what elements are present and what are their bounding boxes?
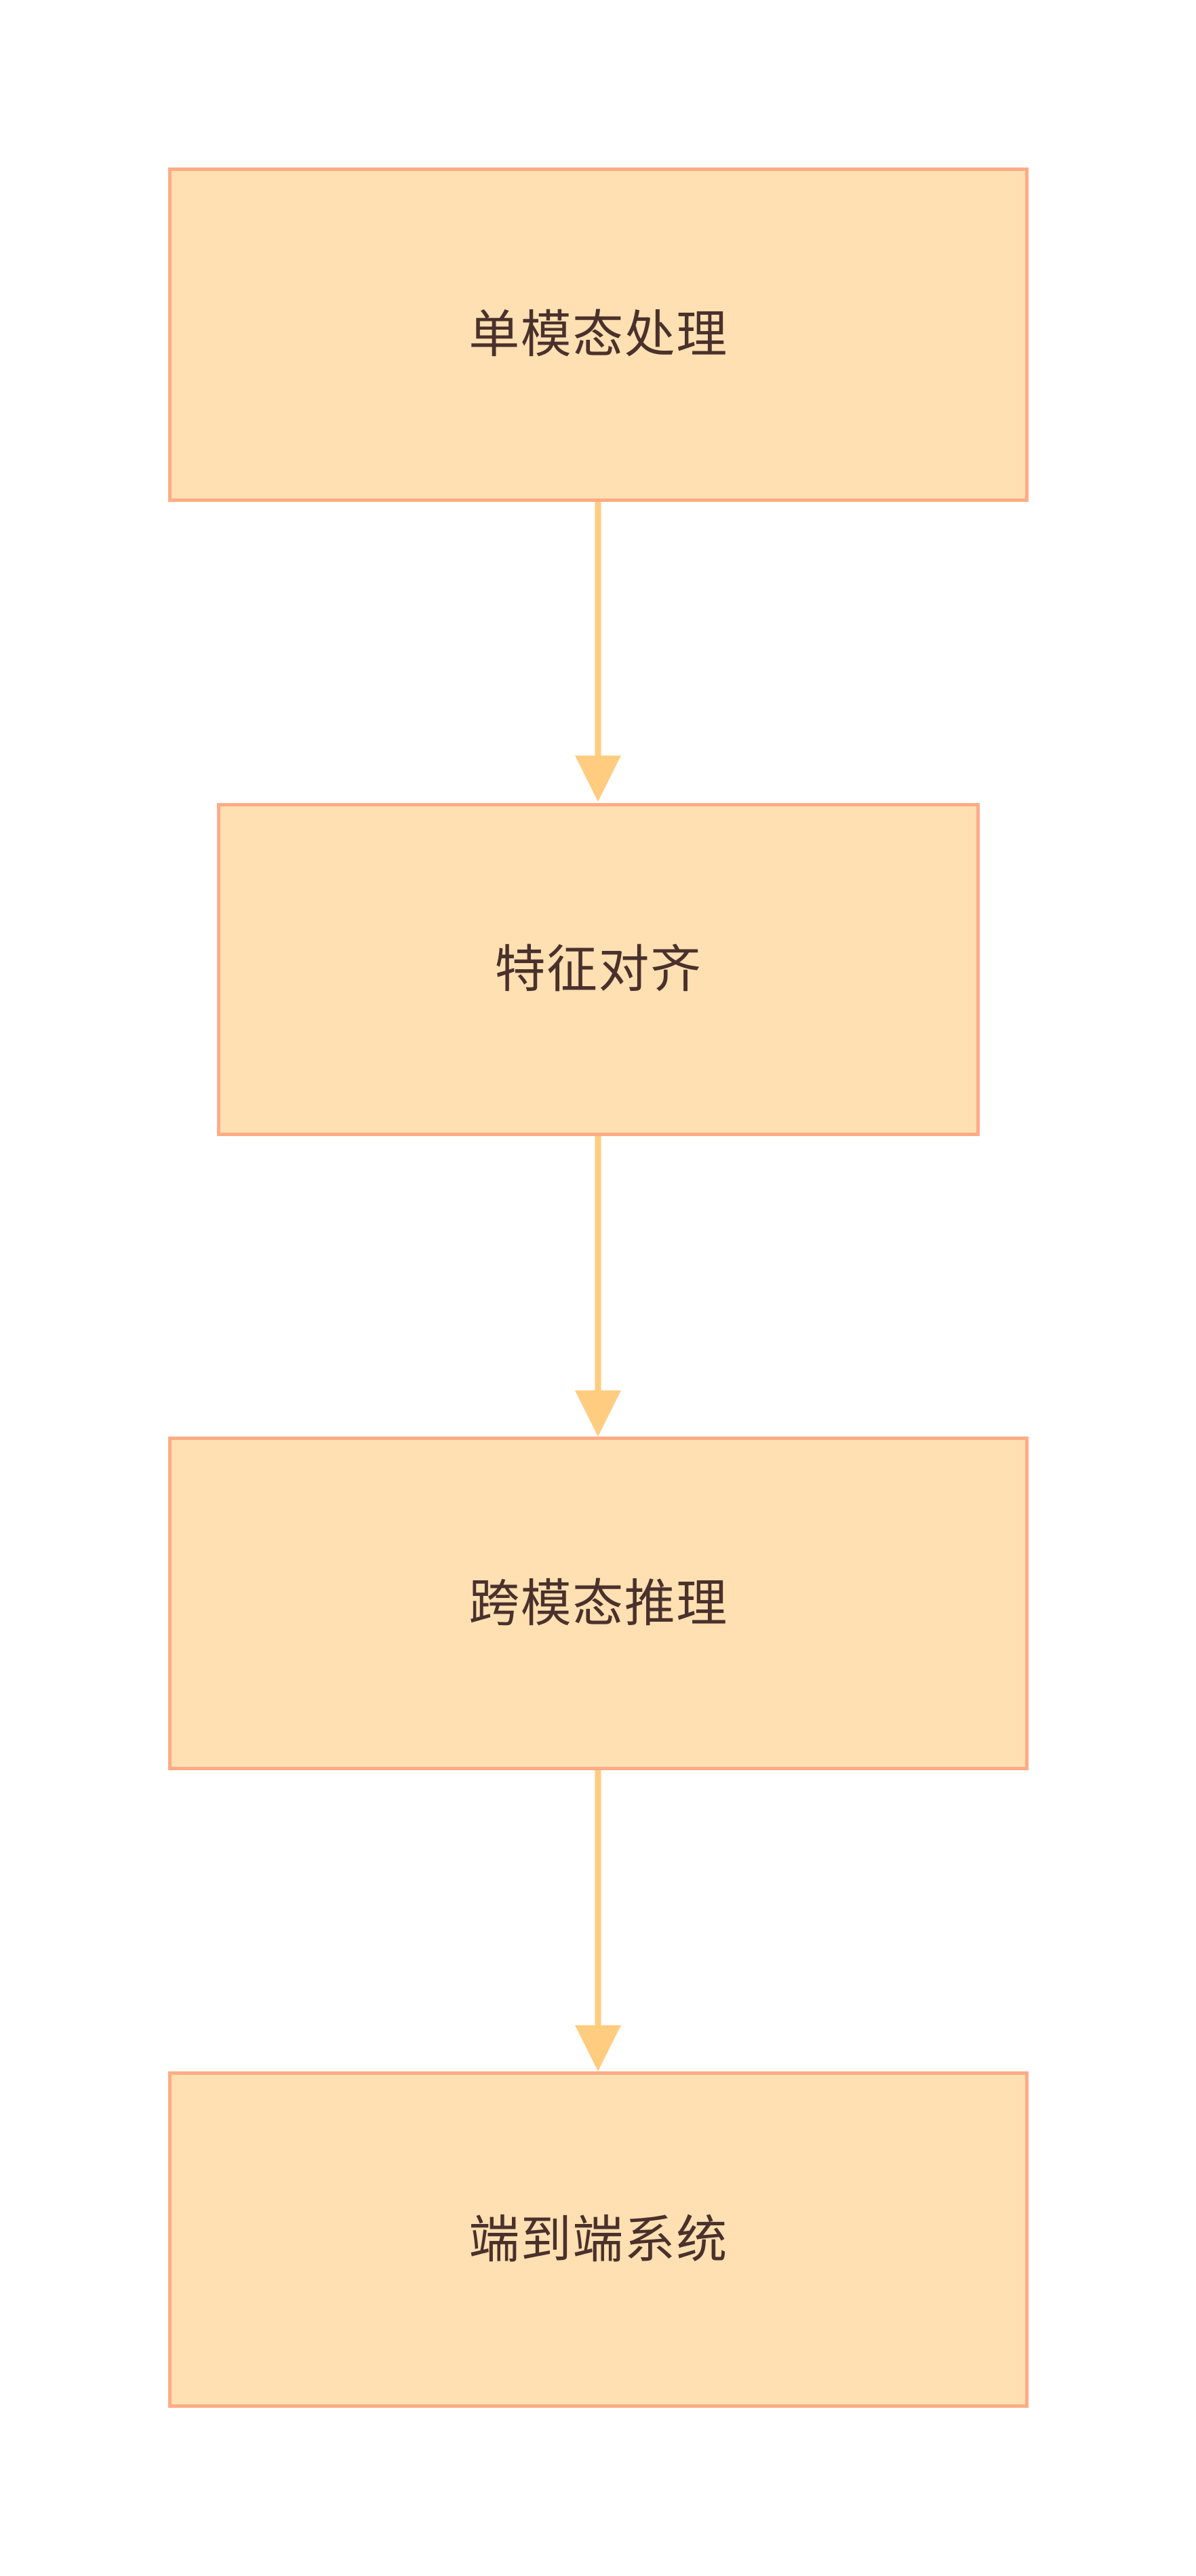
flow-node-label: 端到端系统 bbox=[469, 2210, 728, 2268]
flow-node-unimodal-processing[interactable]: 单模态处理 bbox=[168, 168, 1029, 502]
flow-node-feature-alignment[interactable]: 特征对齐 bbox=[217, 803, 980, 1136]
flow-node-cross-modal-reasoning[interactable]: 跨模态推理 bbox=[168, 1437, 1029, 1770]
edge-reasoning-to-system bbox=[575, 1770, 621, 2071]
flow-node-label: 单模态处理 bbox=[469, 306, 728, 364]
flow-node-end-to-end-system[interactable]: 端到端系统 bbox=[168, 2071, 1029, 2408]
edge-unimodal-to-alignment bbox=[575, 502, 621, 802]
flow-node-label: 特征对齐 bbox=[494, 941, 702, 998]
edge-alignment-to-reasoning bbox=[575, 1136, 621, 1437]
flow-node-label: 跨模态推理 bbox=[469, 1574, 728, 1632]
